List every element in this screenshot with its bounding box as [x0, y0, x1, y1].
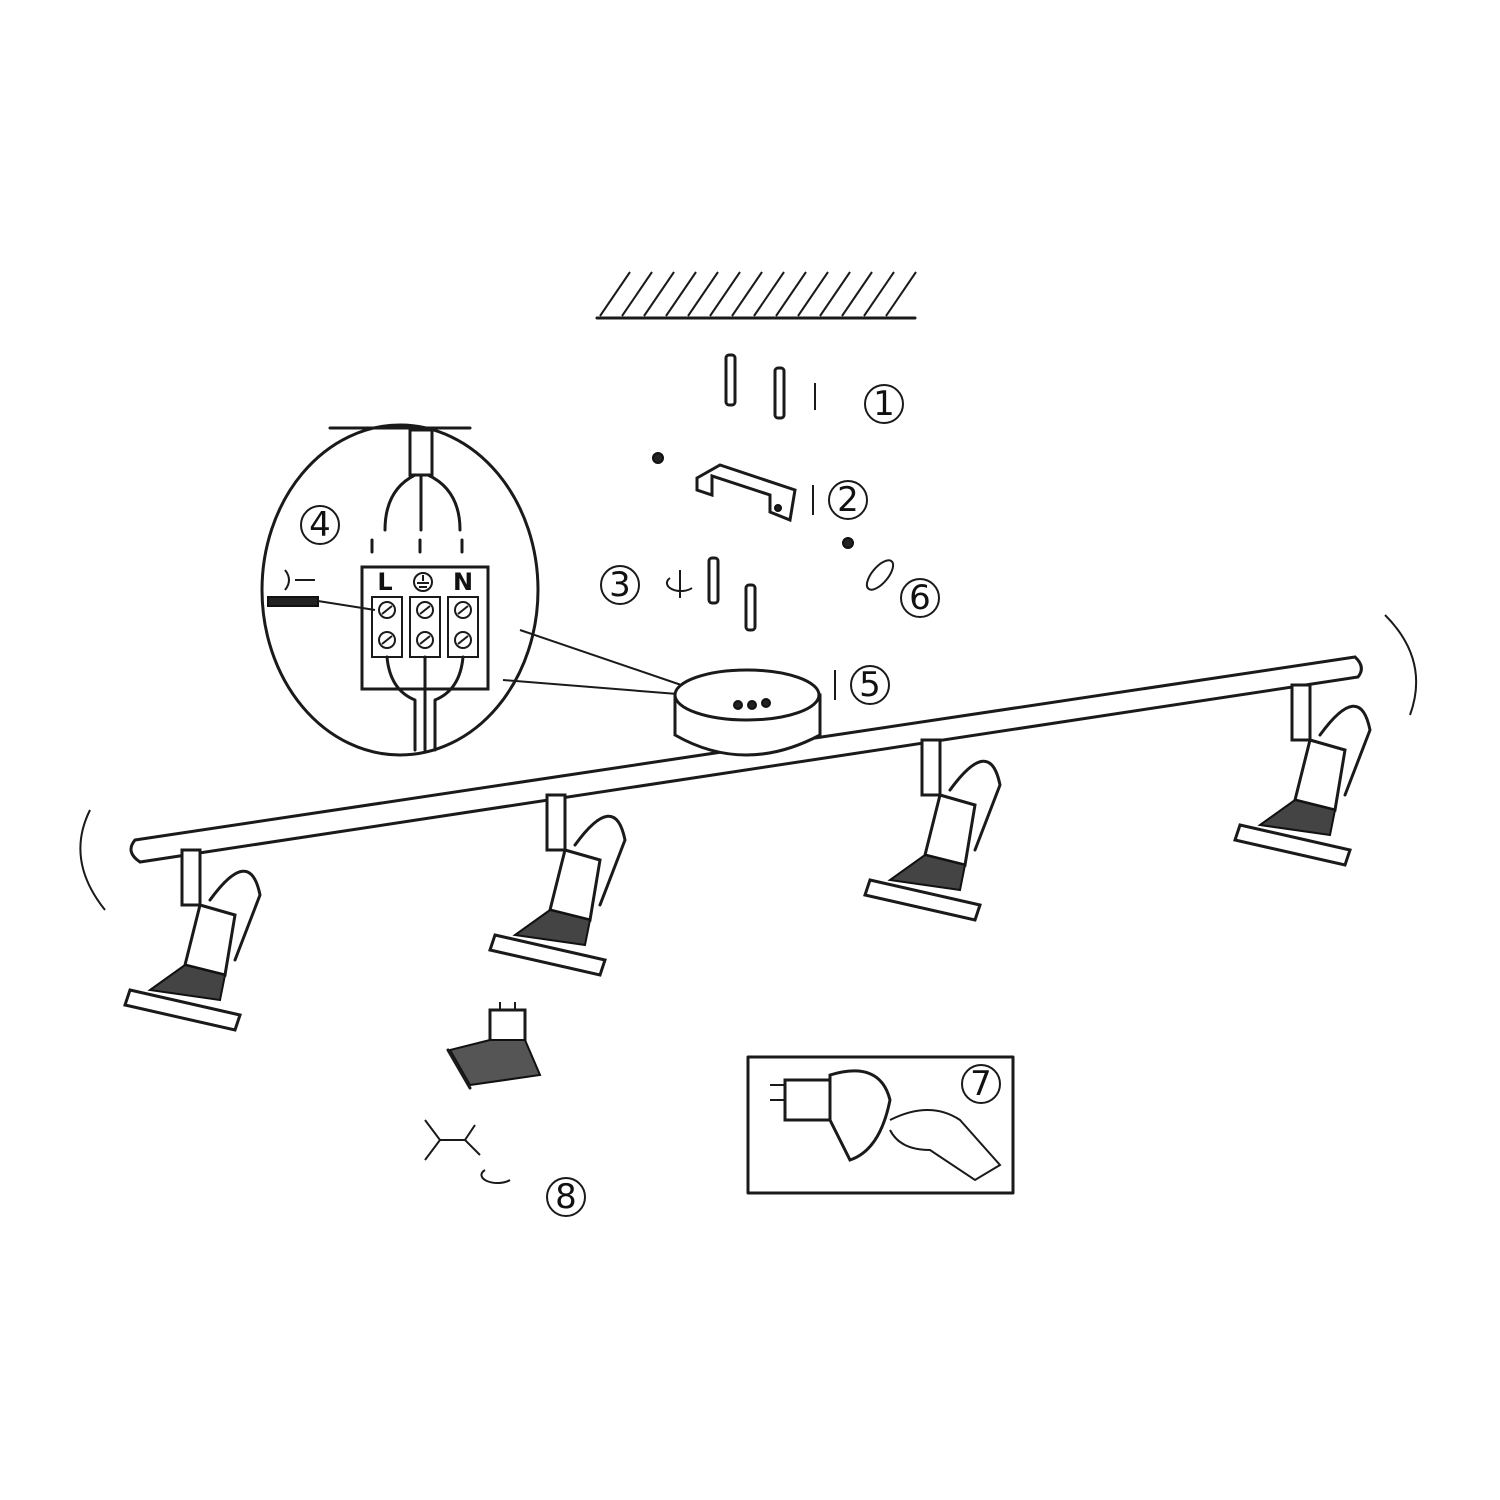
mounting-bracket	[652, 452, 814, 523]
earth-ground-icon	[413, 572, 433, 592]
step-6-label: 6	[900, 578, 940, 618]
svg-text:8: 8	[555, 1177, 577, 1217]
ceiling-screws	[724, 353, 816, 420]
step-2-label: 2	[828, 480, 868, 520]
svg-text:1: 1	[873, 384, 895, 424]
terminal-live-label: L	[377, 568, 392, 596]
gu10-socket-icon	[424, 1119, 511, 1184]
spotlight-1	[123, 848, 262, 1032]
bracket-screws	[665, 556, 757, 632]
step-5-label: 5	[850, 665, 890, 705]
svg-text:3: 3	[609, 565, 631, 605]
terminal-neutral-label: N	[453, 568, 473, 596]
spotlight-3	[863, 738, 1002, 922]
svg-text:5: 5	[859, 665, 881, 705]
step-4-label: 4	[300, 505, 340, 545]
svg-text:7: 7	[970, 1064, 992, 1104]
decorative-nut	[842, 537, 895, 591]
spotlight-bar	[79, 614, 1418, 911]
spotlight-4	[1233, 683, 1372, 867]
bulb-handling-inset	[746, 1055, 1015, 1195]
gu10-bulb	[446, 1002, 542, 1090]
ceiling	[595, 271, 917, 320]
step-3-label: 3	[600, 565, 640, 605]
ceiling-canopy	[673, 668, 836, 757]
svg-text:6: 6	[909, 578, 931, 618]
svg-text:2: 2	[837, 480, 859, 520]
step-8-label: 8	[546, 1177, 586, 1217]
svg-text:4: 4	[309, 505, 331, 545]
step-7-label: 7	[961, 1064, 1001, 1104]
spotlight-2	[488, 793, 627, 977]
step-1-label: 1	[864, 384, 904, 424]
wiring-callout: L N	[260, 423, 691, 757]
